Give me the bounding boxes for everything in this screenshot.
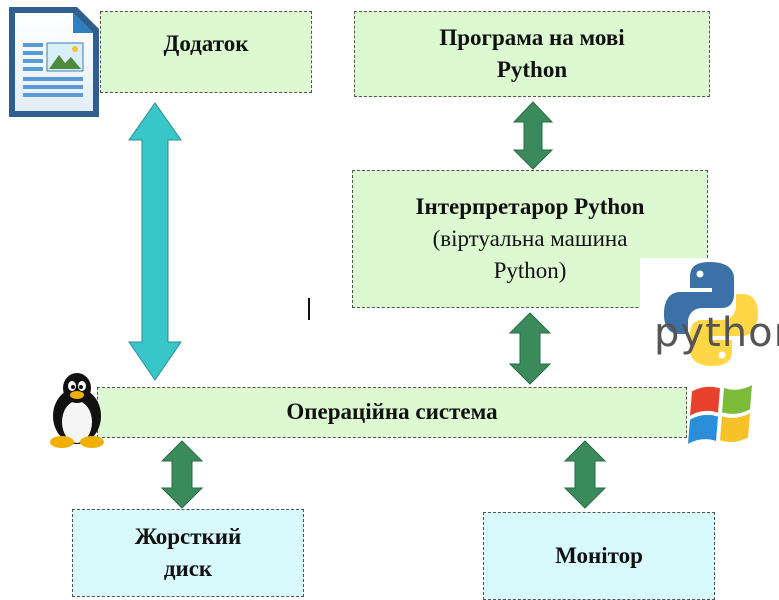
linux-tux-icon	[50, 373, 104, 448]
python-logo: python	[640, 258, 779, 368]
os-box: Операційна система	[97, 387, 687, 438]
monitor-label: Монітор	[555, 542, 643, 568]
python-snakes-icon	[664, 262, 758, 366]
arrow-interpreter-os	[508, 312, 552, 385]
python-wordmark: python	[654, 310, 779, 356]
os-label: Операційна система	[286, 399, 498, 425]
disk-line2: диск	[163, 556, 213, 581]
text-cursor	[308, 298, 310, 320]
app-box: Додаток	[100, 11, 312, 93]
monitor-box: Монітор	[483, 512, 715, 600]
disk-box: Жорсткий диск	[72, 509, 304, 597]
arrow-os-disk	[160, 440, 204, 509]
document-icon	[9, 7, 99, 117]
app-label: Додаток	[163, 31, 249, 56]
interpreter-line3: Python)	[493, 258, 567, 284]
windows-logo-icon	[688, 385, 752, 444]
arrow-app-os	[128, 102, 182, 381]
program-box: Програма на мові Python	[354, 11, 710, 97]
program-line1: Програма на мові	[439, 24, 625, 50]
arrow-program-interpreter	[512, 101, 554, 170]
interpreter-line2: (віртуальна машина	[432, 225, 628, 251]
interpreter-title: Інтерпретарор Python	[415, 193, 645, 219]
program-line2: Python	[496, 57, 568, 82]
disk-line1: Жорсткий	[134, 523, 242, 549]
arrow-os-monitor	[563, 440, 607, 509]
